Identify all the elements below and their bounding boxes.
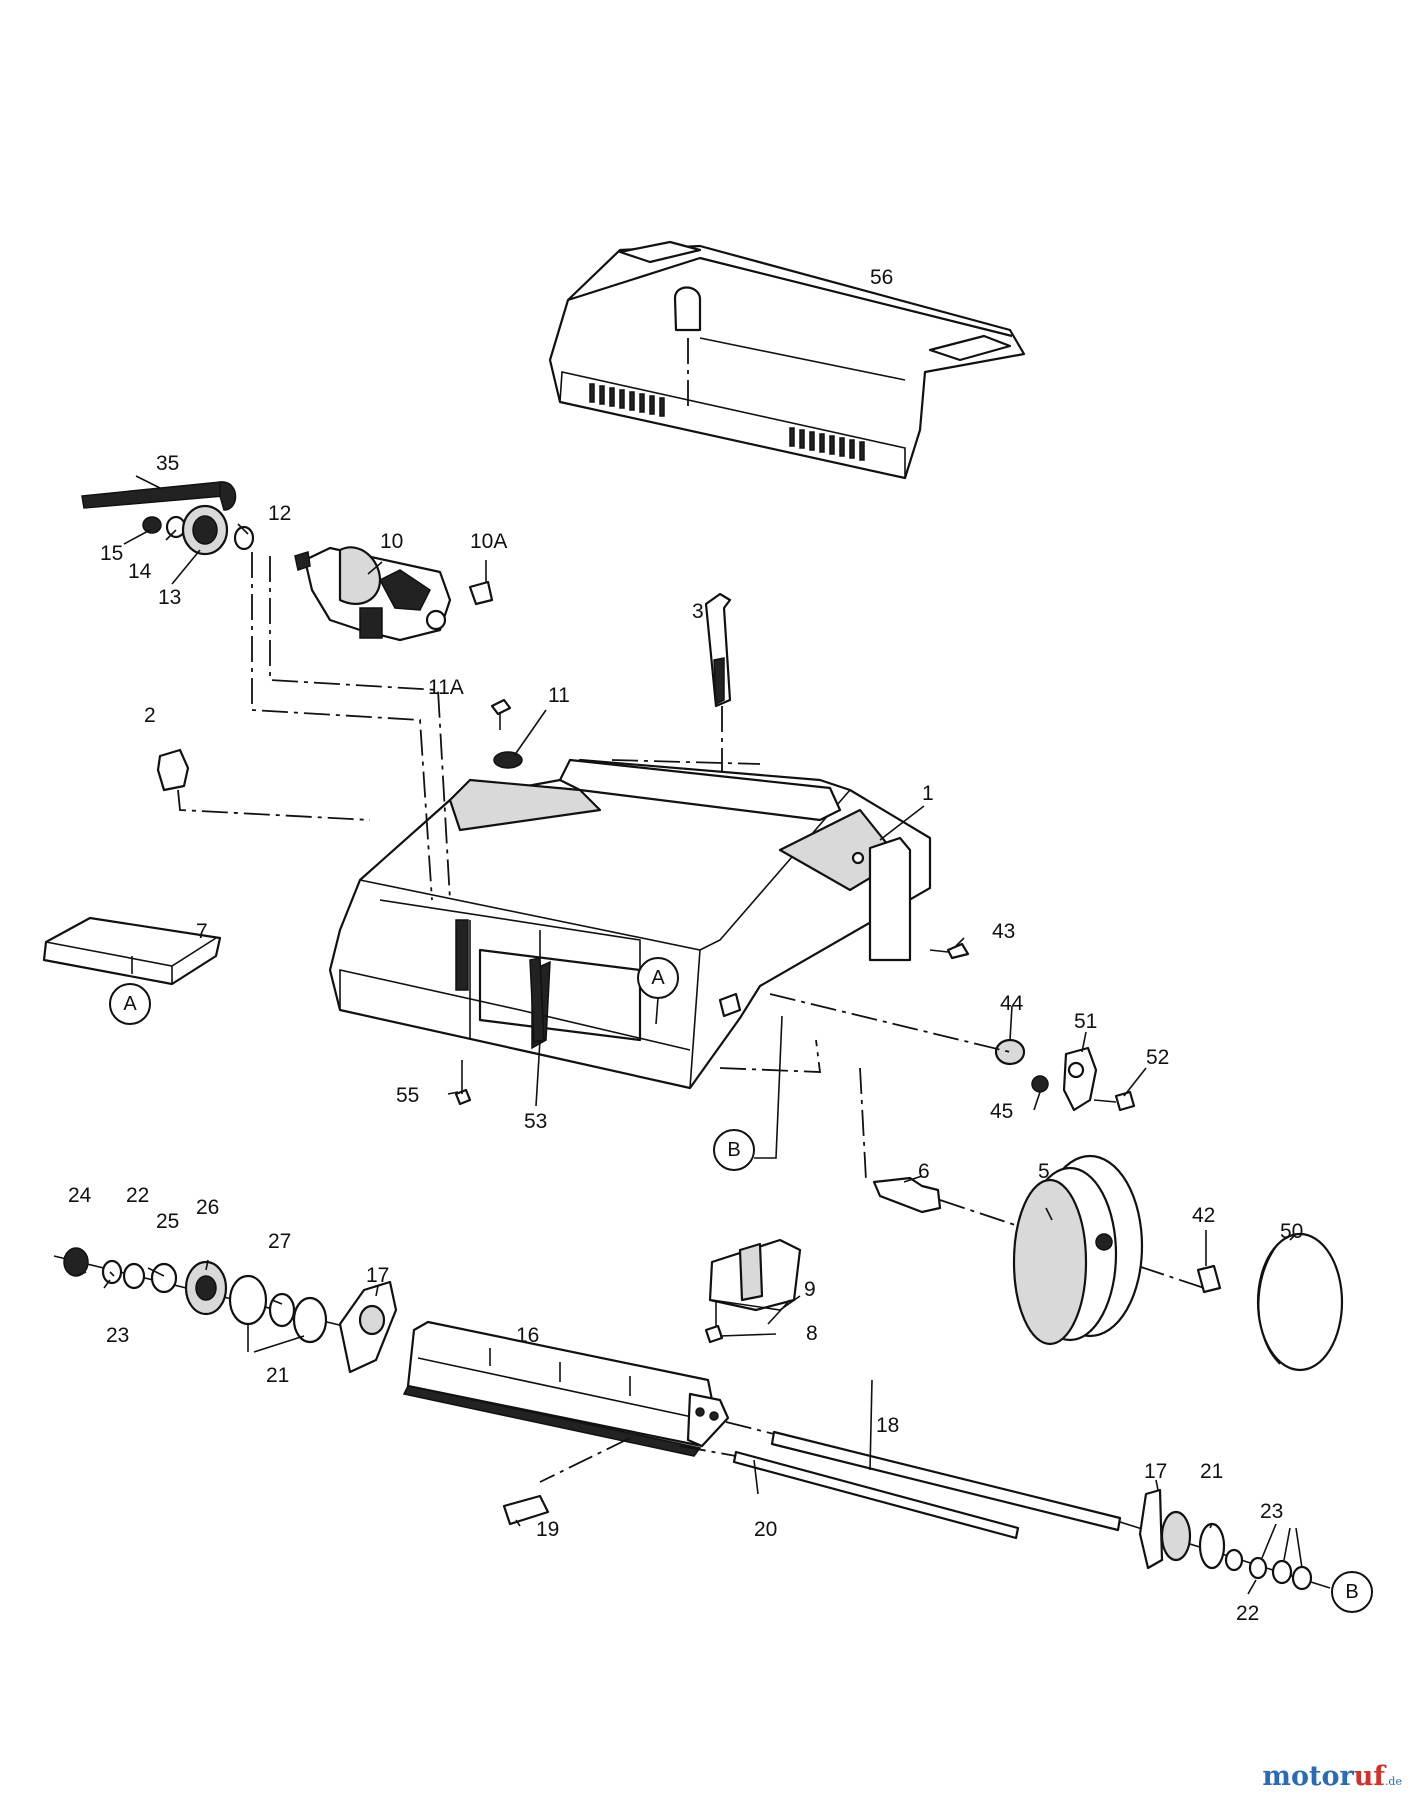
label-11: 11 [548,684,570,707]
label-17a: 17 [366,1264,389,1287]
label-56: 56 [870,266,893,289]
label-19: 19 [536,1518,559,1541]
part-labels: 56 35 12 15 14 13 10 10A 3 11A 11 2 1 7 … [68,266,1303,1625]
callout-b-mid: B [713,1015,783,1171]
label-50: 50 [1280,1220,1303,1243]
left-shaft-hardware [53,1247,398,1374]
part-19-tag [502,1494,550,1526]
part-9-bracket [704,1238,802,1344]
right-shaft-hardware [1119,1488,1331,1591]
label-22b: 22 [1236,1602,1259,1625]
callout-a-center: A [637,957,679,1025]
label-51: 51 [1074,1010,1097,1033]
label-42: 42 [1192,1204,1215,1227]
part-11-clip [490,698,523,769]
label-21b: 21 [1200,1460,1223,1483]
svg-text:A: A [651,967,665,989]
label-43: 43 [992,920,1015,943]
part-7-plate [42,916,222,986]
label-7: 7 [196,920,208,943]
part-10-motor [294,546,494,642]
svg-text:A: A [123,993,137,1015]
label-35: 35 [156,452,179,475]
part-1-housing [251,552,932,1090]
part-56-cover [548,240,1026,480]
label-53: 53 [524,1110,547,1133]
label-44: 44 [1000,992,1024,1015]
part-35-belt [81,481,237,511]
label-1: 1 [922,782,934,805]
label-52: 52 [1146,1046,1169,1069]
label-23a: 23 [106,1324,129,1347]
label-24: 24 [68,1184,92,1207]
label-6: 6 [918,1160,930,1183]
watermark-tld: .de [1384,1775,1402,1788]
label-45: 45 [990,1100,1013,1123]
label-25: 25 [156,1210,179,1233]
label-2: 2 [144,704,156,727]
right-hardware-group [769,942,1136,1112]
label-26: 26 [196,1196,219,1219]
leader-lines [75,475,1297,1595]
svg-text:B: B [727,1139,740,1161]
label-22a: 22 [126,1184,149,1207]
watermark-main: motoruf [1262,1761,1385,1792]
svg-text:B: B [1345,1581,1358,1603]
label-17b: 17 [1144,1460,1167,1483]
label-18: 18 [876,1414,899,1437]
label-11a: 11A [428,676,464,699]
label-23b: 23 [1260,1500,1283,1523]
part-16-rotor [402,1320,730,1457]
label-13: 13 [158,586,181,609]
label-3: 3 [692,600,704,623]
motoruf-watermark: motoruf.de [1262,1761,1402,1792]
pulley-group [142,504,255,556]
callout-b-right: B [1331,1571,1373,1613]
label-8: 8 [806,1322,818,1345]
label-10a: 10A [470,530,507,553]
part-55-53 [454,957,545,1106]
label-14: 14 [128,560,152,583]
label-5: 5 [1038,1160,1050,1183]
label-27: 27 [268,1230,291,1253]
label-55: 55 [396,1084,419,1107]
label-20: 20 [754,1518,777,1541]
label-10: 10 [380,530,403,553]
label-12: 12 [268,502,291,525]
wheel-group [719,1039,1344,1372]
label-15: 15 [100,542,123,565]
callout-a-left: A [109,983,151,1025]
shafts-18-20 [539,1421,1122,1540]
label-16: 16 [516,1324,539,1347]
part-2-clip [156,748,371,821]
label-9: 9 [804,1278,816,1301]
label-21a: 21 [266,1364,289,1387]
